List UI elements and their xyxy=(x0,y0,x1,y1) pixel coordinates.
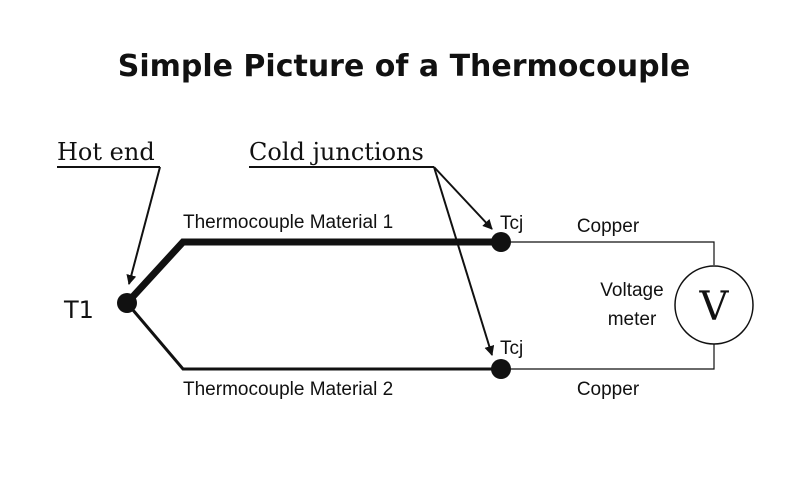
copper-wire-top xyxy=(501,241,715,265)
cold-junction-top-label: Tcj xyxy=(500,213,523,234)
voltage-meter-symbol: V xyxy=(699,284,730,330)
thermocouple-material-2-wire xyxy=(125,302,501,371)
hot-end-arrow xyxy=(126,166,161,285)
hot-junction-label: T1 xyxy=(63,296,94,324)
copper-wire-bottom xyxy=(501,344,715,370)
diagram-title: Simple Picture of a Thermocouple xyxy=(118,49,691,84)
material-2-label: Thermocouple Material 2 xyxy=(183,379,393,400)
hot-junction-dot xyxy=(117,293,137,313)
cold-junction-bottom-dot xyxy=(491,359,511,379)
hot-end-callout: Hot end xyxy=(57,138,155,166)
thermocouple-material-1-wire xyxy=(124,238,501,306)
material-1-label: Thermocouple Material 1 xyxy=(183,212,393,233)
cold-junction-bottom-label: Tcj xyxy=(500,338,523,359)
voltage-meter-label-line1: Voltage xyxy=(600,280,663,301)
cold-junction-bottom-arrow xyxy=(433,166,495,356)
copper-top-label: Copper xyxy=(577,216,640,237)
cold-junction-top-arrow xyxy=(433,166,493,230)
cold-junctions-callout: Cold junctions xyxy=(249,138,424,166)
cold-junction-top-dot xyxy=(491,232,511,252)
voltage-meter-label-line2: meter xyxy=(608,309,657,330)
copper-bottom-label: Copper xyxy=(577,379,640,400)
voltage-meter-circle xyxy=(674,265,754,345)
